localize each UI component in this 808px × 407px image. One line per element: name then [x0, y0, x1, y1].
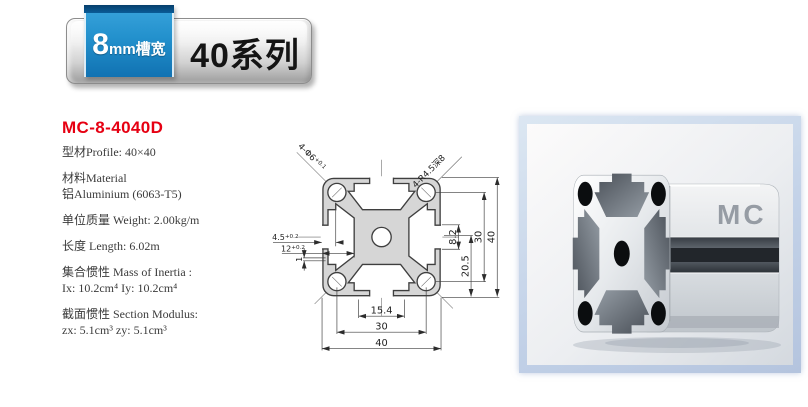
- slot-width-text: 槽宽: [135, 41, 166, 58]
- spec-line: zx: 5.1cm³ zy: 5.1cm³: [62, 323, 167, 337]
- spec-length: 长度 Length: 6.02m: [62, 238, 277, 254]
- t-slot-cutouts: [320, 176, 443, 298]
- face-slots: [572, 173, 671, 334]
- dim-12: 12+0.2: [281, 244, 305, 253]
- spec-line: 单位质量 Weight: 2.00kg/m: [62, 213, 200, 227]
- photo-logo-text: MC: [717, 199, 767, 230]
- spec-line: 长度 Length: 6.02m: [62, 239, 160, 253]
- slot-width-label: 8mm槽宽: [92, 28, 165, 62]
- dimensions-left: 4.5+0.2 12+0.2 1: [272, 210, 355, 271]
- dimensions-right: 8.2 20.5 30 40: [435, 177, 500, 298]
- series-badge: 40系列 8mm槽宽: [64, 5, 312, 89]
- profile-face: [572, 173, 671, 334]
- spec-line: 集合惯性 Mass of Inertia :: [62, 265, 192, 279]
- spec-line: 型材Profile: 40×40: [62, 145, 156, 159]
- dim-40-bottom: 40: [375, 338, 387, 349]
- floor-shadow: [573, 337, 781, 353]
- floor-shadow-inner: [605, 338, 749, 348]
- product-photo: MC: [527, 124, 793, 365]
- hole-crosshairs: [331, 187, 432, 287]
- dimensions-bottom: 15.4 30 40: [321, 287, 442, 351]
- cross-section-svg: 4-Φ6+0.1 4-R4.5深8 15.4 30 40 8.2: [272, 142, 500, 351]
- spec-weight: 单位质量 Weight: 2.00kg/m: [62, 212, 277, 228]
- spec-line: 铝Aluminium (6063-T5): [62, 187, 182, 201]
- dim-4-5: 4.5+0.2: [272, 233, 299, 242]
- spec-modulus: 截面惯性 Section Modulus: zx: 5.1cm³ zy: 5.1…: [62, 306, 277, 338]
- spec-profile: 型材Profile: 40×40: [62, 144, 277, 160]
- photo-profile-render: MC: [527, 124, 793, 365]
- dim-1: 1: [295, 257, 304, 262]
- photo-frame: MC: [519, 116, 801, 373]
- dim-8-2: 8.2: [448, 229, 459, 245]
- spec-material: 材料Material 铝Aluminium (6063-T5): [62, 170, 277, 202]
- spec-line: Ix: 10.2cm⁴ Iy: 10.2cm⁴: [62, 281, 178, 295]
- callout-corner-holes: 4-Φ6+0.1: [296, 142, 328, 174]
- dim-40-right: 40: [487, 231, 498, 243]
- dim-30-right: 30: [473, 231, 484, 243]
- spec-list: 型材Profile: 40×40 材料Material 铝Aluminium (…: [62, 144, 277, 348]
- dim-30-bottom: 30: [375, 322, 387, 333]
- center-hole: [371, 226, 392, 248]
- spec-line: 截面惯性 Section Modulus:: [62, 307, 199, 321]
- profile-section: [320, 176, 443, 298]
- spec-inertia: 集合惯性 Mass of Inertia : Ix: 10.2cm⁴ Iy: 1…: [62, 264, 277, 296]
- slot-width-unit: mm: [108, 41, 136, 58]
- dim-15-4: 15.4: [371, 305, 393, 316]
- face-holes: [577, 181, 666, 326]
- technical-drawing: 4-Φ6+0.1 4-R4.5深8 15.4 30 40 8.2: [270, 130, 502, 356]
- slot-width-number: 8: [92, 28, 109, 61]
- spec-line: 材料Material: [62, 171, 127, 185]
- slot-width-ribbon: 8mm槽宽: [84, 5, 174, 77]
- dim-20-5: 20.5: [460, 255, 471, 277]
- series-label: 40系列: [190, 36, 300, 75]
- product-model-title: MC-8-4040D: [62, 118, 164, 137]
